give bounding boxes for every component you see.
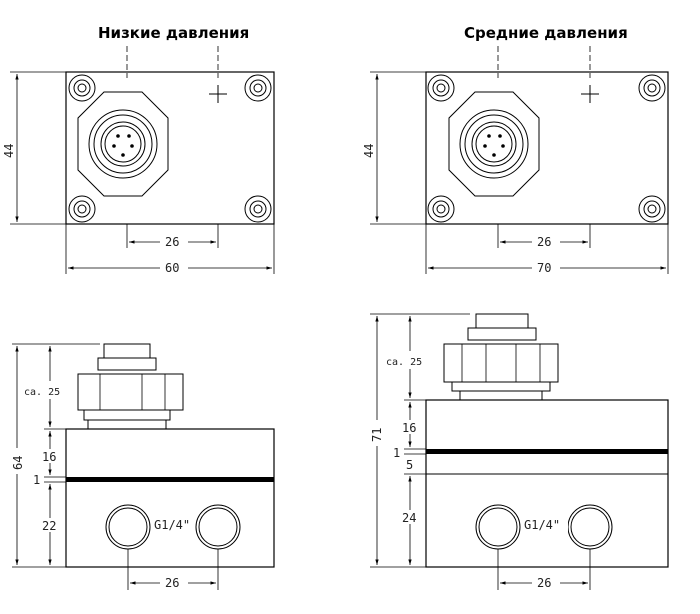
- mount-hole-bl: [427, 195, 455, 223]
- mount-hole-tr: [638, 74, 666, 102]
- low-connector-height: ca. 25: [24, 387, 60, 398]
- low-spacing-top: 26: [165, 235, 179, 249]
- mid-connector-height: ca. 25: [386, 357, 422, 368]
- mid-port-label: G1/4": [524, 518, 560, 532]
- low-width-top: 60: [165, 261, 179, 275]
- mid-spacing-top: 26: [537, 235, 551, 249]
- title-medium-pressure: Средние давления: [464, 24, 628, 42]
- low-total-height: 64: [11, 456, 25, 470]
- mount-hole-br: [638, 195, 666, 223]
- low-side-view: G1/4" 64 ca. 25 16 1 22 26: [4, 343, 275, 590]
- mid-total-height: 71: [370, 428, 384, 442]
- low-height-top: 44: [2, 144, 16, 158]
- low-port-spacing: 26: [165, 576, 179, 590]
- mount-hole-tr: [244, 74, 272, 102]
- mid-width-top: 70: [537, 261, 551, 275]
- mid-height-top: 44: [362, 144, 376, 158]
- mount-hole-tl: [427, 74, 455, 102]
- mid-top-view: 44 26 70: [362, 46, 669, 275]
- title-low-pressure: Низкие давления: [98, 24, 250, 42]
- low-top-view: 44 26 60: [2, 46, 275, 275]
- mid-gap: 1: [393, 446, 400, 460]
- low-port-label: G1/4": [154, 518, 190, 532]
- mount-hole-bl: [68, 195, 96, 223]
- low-upper-section: 16: [42, 450, 56, 464]
- mid-side-view: G1/4" 71 ca. 25 16 1 5 24 26: [364, 313, 669, 590]
- mid-lower-section: 24: [402, 511, 416, 525]
- mount-hole-tl: [68, 74, 96, 102]
- low-gap: 1: [33, 473, 40, 487]
- mid-mid-section: 5: [406, 458, 413, 472]
- mount-hole-br: [244, 195, 272, 223]
- low-lower-section: 22: [42, 519, 56, 533]
- mid-port-spacing: 26: [537, 576, 551, 590]
- mid-upper-section: 16: [402, 421, 416, 435]
